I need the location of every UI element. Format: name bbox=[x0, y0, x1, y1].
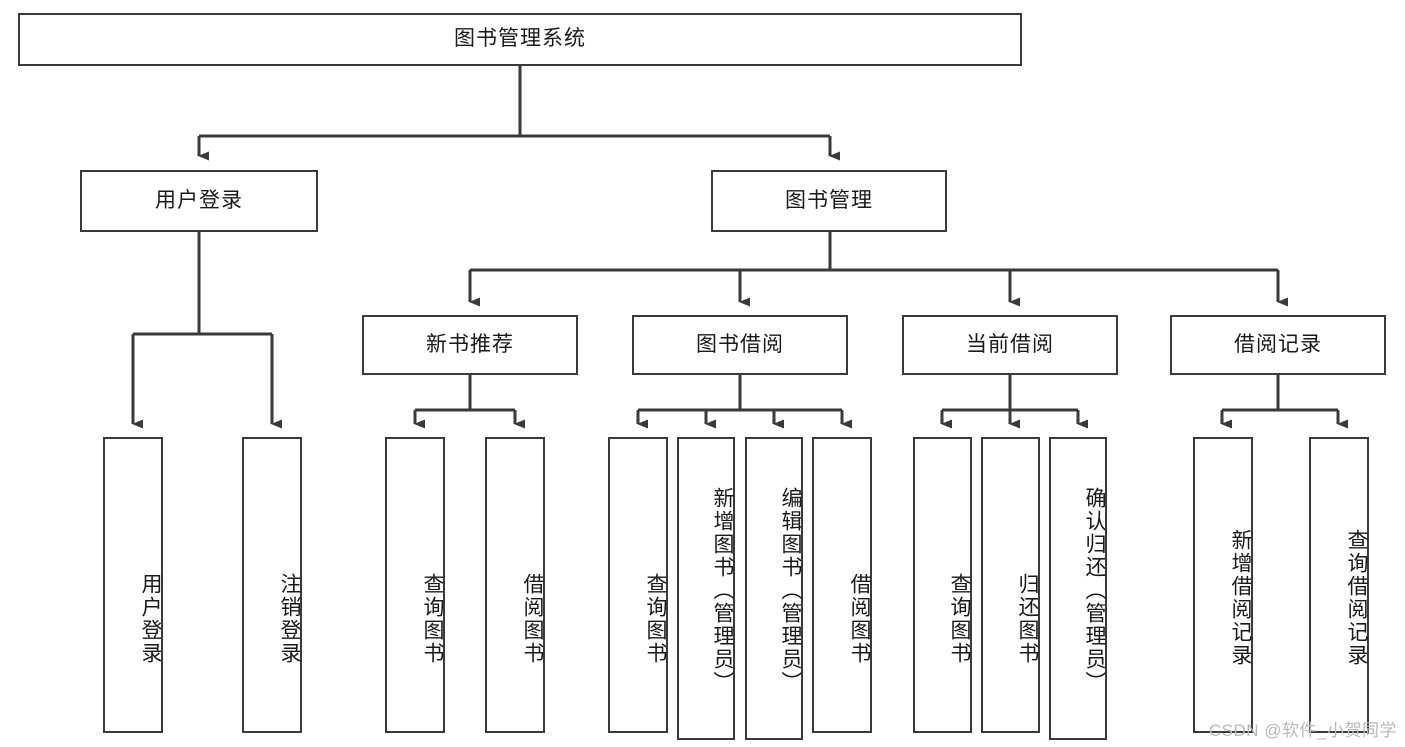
node-book-borrow-label: 图书借阅 bbox=[696, 332, 784, 356]
node-current-borrow[interactable]: 当前借阅 bbox=[902, 315, 1118, 375]
node-user-login[interactable]: 用户登录 bbox=[80, 170, 318, 232]
node-book-borrow[interactable]: 图书借阅 bbox=[632, 315, 848, 375]
leaf-user-login[interactable]: 用户登录 bbox=[103, 437, 163, 733]
node-root[interactable]: 图书管理系统 bbox=[18, 13, 1022, 66]
node-borrow-record[interactable]: 借阅记录 bbox=[1170, 315, 1386, 375]
leaf-edit-book-admin[interactable]: 编辑图书（管理员） bbox=[745, 437, 803, 740]
node-user-login-label: 用户登录 bbox=[155, 188, 243, 212]
node-book-manage[interactable]: 图书管理 bbox=[711, 170, 947, 232]
leaf-logout-label: 注销登录 bbox=[278, 573, 301, 665]
node-book-manage-label: 图书管理 bbox=[785, 188, 873, 212]
node-new-book-recommend-label: 新书推荐 bbox=[426, 332, 514, 356]
node-borrow-record-label: 借阅记录 bbox=[1234, 332, 1322, 356]
leaf-query-book-3[interactable]: 查询图书 bbox=[913, 437, 972, 733]
leaf-add-borrow-record[interactable]: 新增借阅记录 bbox=[1193, 437, 1253, 733]
leaf-add-book-admin[interactable]: 新增图书（管理员） bbox=[677, 437, 735, 740]
leaf-query-book-3-label: 查询图书 bbox=[948, 573, 971, 665]
node-new-book-recommend[interactable]: 新书推荐 bbox=[362, 315, 578, 375]
leaf-edit-book-admin-label: 编辑图书（管理员） bbox=[779, 487, 802, 694]
leaf-borrow-book-1-label: 借阅图书 bbox=[521, 573, 544, 665]
leaf-add-borrow-record-label: 新增借阅记录 bbox=[1229, 529, 1252, 667]
leaf-confirm-return-admin-label: 确认归还（管理员） bbox=[1083, 487, 1106, 694]
watermark: CSDN @软件_小贺同学 bbox=[1208, 721, 1397, 740]
leaf-logout[interactable]: 注销登录 bbox=[242, 437, 302, 733]
leaf-return-book[interactable]: 归还图书 bbox=[981, 437, 1040, 733]
leaf-confirm-return-admin[interactable]: 确认归还（管理员） bbox=[1049, 437, 1107, 740]
leaf-borrow-book-2[interactable]: 借阅图书 bbox=[812, 437, 872, 733]
leaf-user-login-label: 用户登录 bbox=[139, 573, 162, 665]
leaf-query-book-1-label: 查询图书 bbox=[421, 573, 444, 665]
leaf-query-book-1[interactable]: 查询图书 bbox=[385, 437, 445, 733]
leaf-query-book-2-label: 查询图书 bbox=[644, 573, 667, 665]
leaf-query-borrow-record[interactable]: 查询借阅记录 bbox=[1309, 437, 1369, 733]
leaf-return-book-label: 归还图书 bbox=[1016, 573, 1039, 665]
node-current-borrow-label: 当前借阅 bbox=[966, 332, 1054, 356]
leaf-borrow-book-1[interactable]: 借阅图书 bbox=[485, 437, 545, 733]
leaf-add-book-admin-label: 新增图书（管理员） bbox=[711, 487, 734, 694]
leaf-query-book-2[interactable]: 查询图书 bbox=[608, 437, 668, 733]
node-root-label: 图书管理系统 bbox=[454, 27, 586, 51]
leaf-borrow-book-2-label: 借阅图书 bbox=[848, 573, 871, 665]
leaf-query-borrow-record-label: 查询借阅记录 bbox=[1345, 529, 1368, 667]
